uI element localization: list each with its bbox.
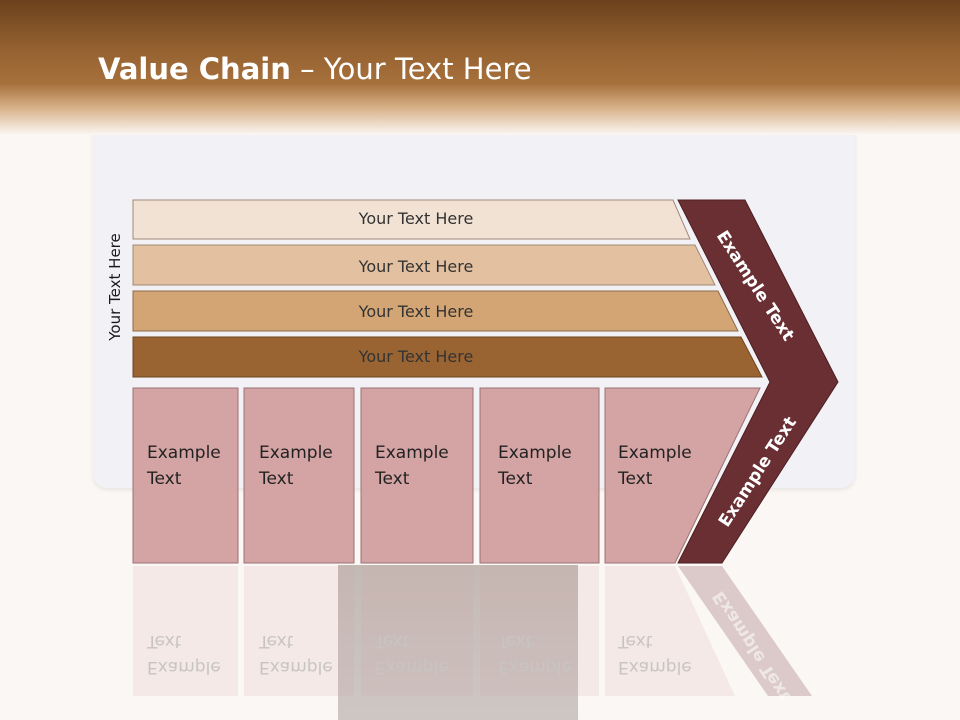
box-reflection-1 [133,566,238,696]
box-reflection-text-3-line2: Text [375,631,410,651]
bar-shape-1 [132,199,691,240]
box-text-4: Example Text [498,440,572,492]
box-reflection-text-4: Example Text [498,628,572,680]
box-text-2: Example Text [259,440,333,492]
right-leg-shape [458,565,578,720]
box-text-4-line1: Example [498,443,572,463]
box-text-3: Example Text [375,440,449,492]
box-shape-3 [360,387,474,564]
diagram-reflection [133,566,735,696]
box-reflection-text-1-line1: Example [147,657,221,677]
box-reflection-text-2: Example Text [259,628,333,680]
bar-label-2: Your Text Here [358,257,474,276]
box-reflection-text-1: Example Text [147,628,221,680]
box-reflection-2 [244,566,354,696]
box-text-3-line1: Example [375,443,449,463]
box-reflection-3 [361,566,473,696]
bar-shape-2 [132,244,716,286]
box-reflection-text-2-line2: Text [259,631,294,651]
box-shape-2 [243,387,355,564]
box-reflection-text-4-line2: Text [498,631,533,651]
box-text-4-line2: Text [498,469,533,489]
box-reflection-text-1-line2: Text [147,631,182,651]
bar-shape-3 [132,290,739,332]
box-shape-5 [604,387,761,564]
title-rest: – Your Text Here [290,52,532,86]
box-reflection-text-2-line1: Example [259,657,333,677]
bar-label-4: Your Text Here [358,347,474,366]
box-text-2-line2: Text [259,469,294,489]
box-reflection-text-3-line1: Example [375,657,449,677]
chevron-reflection [678,566,812,696]
box-text-1-line2: Text [147,469,182,489]
box-reflection-4 [480,566,599,696]
bar-label-3: Your Text Here [358,302,474,321]
box-text-2-line1: Example [259,443,333,463]
box-text-5-line1: Example [618,443,692,463]
box-reflection-text-4-line1: Example [498,657,572,677]
box-reflection-text-5-line1: Example [618,657,692,677]
side-label: Your Text Here [106,233,124,341]
box-text-5: Example Text [618,440,692,492]
header-band [0,0,960,135]
box-reflection-5 [605,566,735,696]
box-shape-4 [479,387,600,564]
box-reflection-text-5: Example Text [618,628,692,680]
box-reflection-text-3: Example Text [375,628,449,680]
slide-title: Value Chain – Your Text Here [98,52,532,86]
bar-label-1: Your Text Here [358,209,474,228]
box-text-1: Example Text [147,440,221,492]
box-text-3-line2: Text [375,469,410,489]
left-leg-shape [338,565,458,720]
box-text-5-line2: Text [618,469,653,489]
box-text-1-line1: Example [147,443,221,463]
title-bold: Value Chain [98,52,291,86]
bar-shape-4 [132,336,763,378]
box-shape-1 [132,387,239,564]
box-reflection-text-5-line2: Text [618,631,653,651]
chevron-shape [677,199,839,564]
